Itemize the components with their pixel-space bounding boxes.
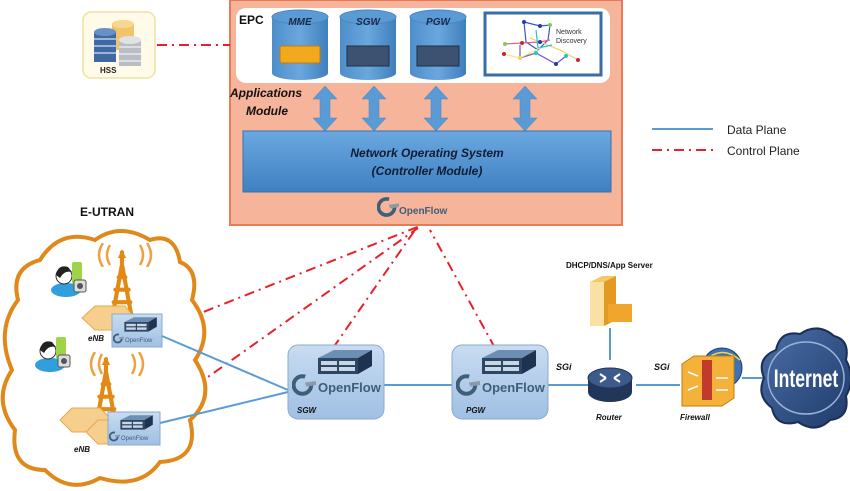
switch-appliance-icon <box>416 45 460 67</box>
sgi-label-1: SGi <box>556 362 572 372</box>
control-link-pgw <box>429 229 496 349</box>
sgi-label-2: SGi <box>654 362 670 372</box>
firewall-icon <box>681 347 743 407</box>
legend: Data Plane Control Plane <box>652 123 800 158</box>
pgw-cylinder <box>409 9 467 80</box>
network-discovery-panel: Network Discovery <box>483 11 603 77</box>
network-operating-system-box <box>242 130 612 193</box>
hss-node: HSS <box>82 11 156 79</box>
pgw-gateway-node: OpenFlow PGW <box>451 344 549 420</box>
enb-label-2: eNB <box>74 445 90 454</box>
internet-cloud <box>760 327 850 429</box>
app-label-pgw: PGW <box>426 17 451 28</box>
sgw-label: SGW <box>297 406 318 415</box>
server-icon <box>590 276 632 326</box>
hss-label: HSS <box>100 66 117 75</box>
applications-module-label-1: Applications <box>229 86 302 100</box>
eutran-cloud <box>0 229 208 487</box>
internet-label: Internet <box>774 364 839 393</box>
mme-cylinder <box>271 9 329 80</box>
app-label-sgw: SGW <box>356 17 381 28</box>
eutran-title: E-UTRAN <box>80 205 134 219</box>
nos-label-1: Network Operating System <box>350 146 504 160</box>
controller-openflow-label: OpenFlow <box>399 206 448 217</box>
legend-data-plane-label: Data Plane <box>727 123 787 137</box>
epc-label: EPC <box>239 13 264 27</box>
api-arrows <box>312 85 538 132</box>
mme-appliance-icon <box>279 45 321 64</box>
control-link-sgw <box>332 229 416 349</box>
data-link-enb1-sgw <box>161 335 289 391</box>
legend-control-plane-label: Control Plane <box>727 144 800 158</box>
enb-switch-1: OpenFlow <box>111 313 163 348</box>
app-label-mme: MME <box>288 17 312 28</box>
data-link-enb2-sgw <box>159 391 289 424</box>
enb-label-1: eNB <box>88 334 104 343</box>
switch-appliance-icon <box>346 45 390 67</box>
enb-switch-2: OpenFlow <box>107 411 161 446</box>
router-label: Router <box>596 413 623 422</box>
database-icon <box>94 20 141 66</box>
control-link-enb1 <box>162 225 421 329</box>
sgw-cylinder <box>339 9 397 80</box>
server-label: DHCP/DNS/App Server <box>566 261 653 270</box>
internet-cloud-inner <box>767 341 845 415</box>
applications-module-label-2: Module <box>246 104 288 118</box>
pgw-label: PGW <box>466 406 487 415</box>
network-discovery-label-1: Network <box>556 29 582 36</box>
network-discovery-label-2: Discovery <box>556 38 587 45</box>
pgw-openflow-label: OpenFlow <box>482 380 546 395</box>
sgw-gateway-node: OpenFlow SGW <box>287 344 385 420</box>
firewall-label: Firewall <box>680 413 711 422</box>
enb-switch-openflow-label: OpenFlow <box>121 436 149 442</box>
nos-label-2: (Controller Module) <box>372 164 483 178</box>
sgw-openflow-label: OpenFlow <box>318 380 382 395</box>
enb-switch-openflow-label: OpenFlow <box>125 338 153 344</box>
router-icon <box>587 367 633 402</box>
